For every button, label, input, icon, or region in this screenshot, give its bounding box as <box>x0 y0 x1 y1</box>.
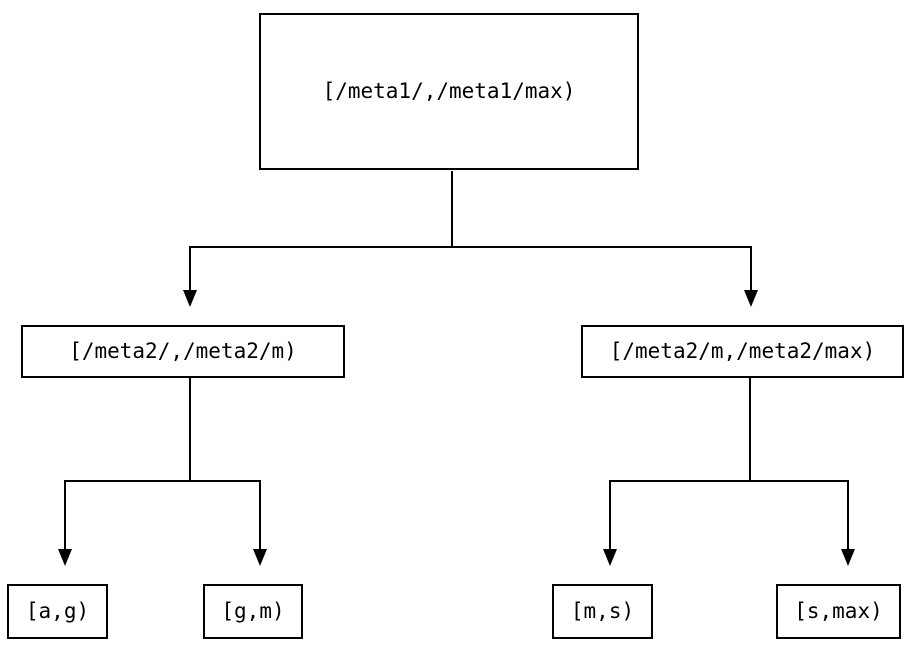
node-label: [m,s) <box>570 599 635 623</box>
arrowhead <box>603 549 617 566</box>
arrowhead <box>183 290 197 307</box>
tree-node-left-child: [/meta2/,/meta2/m) <box>21 325 345 378</box>
tree-node-leaf-gm: [g,m) <box>203 584 303 639</box>
node-label: [/meta2/m,/meta2/max) <box>609 339 876 363</box>
node-label: [g,m) <box>221 599 285 623</box>
node-label: [/meta1/,/meta1/max) <box>322 79 576 103</box>
node-label: [/meta2/,/meta2/m) <box>69 339 297 363</box>
connector-right-child-to-children <box>603 378 855 566</box>
tree-node-leaf-ms: [m,s) <box>552 584 653 639</box>
tree-node-leaf-ag: [a,g) <box>7 584 108 639</box>
connector-left-child-to-children <box>58 378 267 566</box>
tree-node-right-child: [/meta2/m,/meta2/max) <box>581 325 904 378</box>
node-label: [a,g) <box>25 599 90 623</box>
tree-node-leaf-smax: [s,max) <box>776 584 901 639</box>
connector-root-to-children <box>183 171 758 307</box>
arrowhead <box>841 549 855 566</box>
node-label: [s,max) <box>794 599 883 623</box>
arrowhead <box>744 290 758 307</box>
tree-node-root: [/meta1/,/meta1/max) <box>259 13 639 170</box>
arrowhead <box>58 549 72 566</box>
arrowhead <box>253 549 267 566</box>
